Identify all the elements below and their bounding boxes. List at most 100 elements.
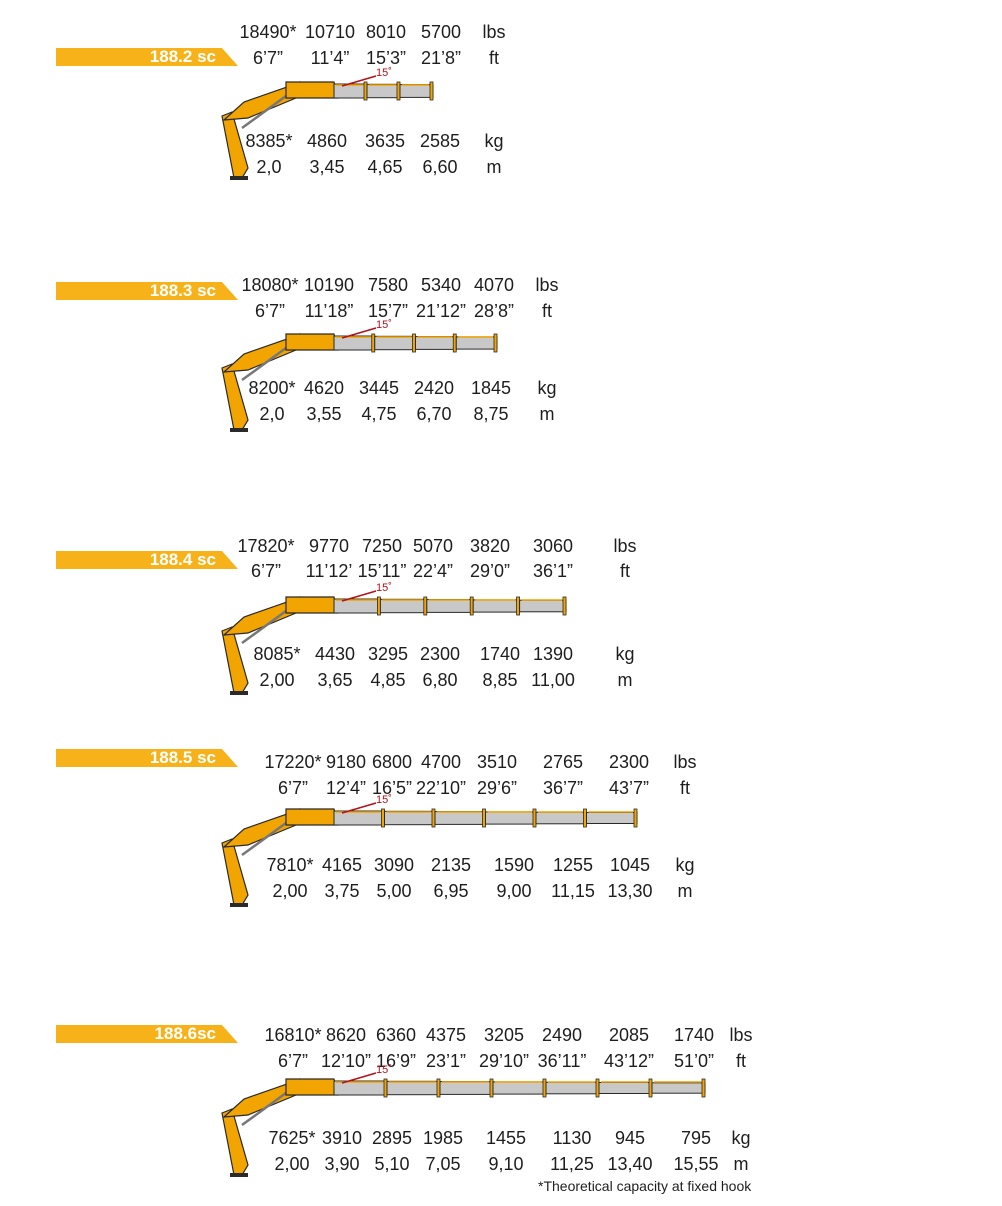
ft-unit: ft	[488, 48, 500, 68]
boom-extension	[455, 336, 498, 350]
m-value: 3,65	[317, 670, 353, 690]
ft-value: 36’11”	[537, 1051, 587, 1071]
kg-value: 1845	[470, 378, 512, 398]
m-value: 6,70	[416, 404, 452, 424]
m-value: 2,00	[272, 881, 308, 901]
ft-unit: ft	[679, 778, 691, 798]
lbs-value: 8620	[325, 1025, 367, 1045]
angle-label: 15˚	[376, 794, 392, 806]
kg-value: 795	[680, 1128, 712, 1148]
kg-value: 1985	[422, 1128, 464, 1148]
ft-value: 16’5”	[371, 778, 413, 798]
kg-value: 1130	[552, 1128, 592, 1148]
kg-value: 2420	[413, 378, 455, 398]
ft-value: 15’3”	[365, 48, 407, 68]
boom-extension	[333, 598, 381, 614]
crane-cylinder	[241, 346, 287, 382]
kg-value: 1390	[532, 644, 574, 664]
m-value: 9,00	[496, 881, 532, 901]
m-value: 6,95	[433, 881, 469, 901]
lbs-unit: lbs	[729, 1025, 753, 1045]
ft-value: 11’4”	[310, 48, 350, 68]
kg-value: 3090	[373, 855, 415, 875]
kg-unit: kg	[484, 131, 504, 151]
kg-value: 2585	[419, 131, 461, 151]
kg-value: 2135	[430, 855, 472, 875]
angle-marker	[341, 75, 377, 87]
ft-value: 29’6”	[476, 778, 518, 798]
kg-value: 945	[614, 1128, 646, 1148]
lbs-value: 5070	[412, 536, 454, 556]
ft-unit: ft	[735, 1051, 747, 1071]
boom-extension	[535, 811, 587, 825]
kg-value: 4620	[303, 378, 345, 398]
lbs-value: 9770	[308, 536, 350, 556]
m-value: 3,55	[306, 404, 342, 424]
angle-label: 15˚	[376, 1064, 392, 1076]
kg-value: 1740	[479, 644, 521, 664]
lbs-value: 4375	[425, 1025, 467, 1045]
kg-unit: kg	[731, 1128, 751, 1148]
m-value: 5,10	[374, 1154, 410, 1174]
m-value: 4,85	[370, 670, 406, 690]
m-value: 11,15	[551, 881, 595, 901]
lbs-value: 3205	[483, 1025, 525, 1045]
model-label: 188.6sc	[56, 1025, 238, 1043]
crane-outer-boom	[285, 333, 339, 351]
boom-extension	[651, 1082, 706, 1094]
crane-cylinder	[241, 821, 287, 857]
boom-extension	[439, 1081, 494, 1095]
kg-value: 1455	[485, 1128, 527, 1148]
lbs-value: 10190	[303, 275, 355, 295]
angle-marker	[341, 327, 377, 339]
m-unit: m	[677, 881, 693, 901]
lbs-value: 2085	[608, 1025, 650, 1045]
lbs-value: 8010	[365, 22, 407, 42]
m-value: 2,00	[259, 670, 295, 690]
lbs-value: 7250	[361, 536, 403, 556]
crane-cylinder	[241, 94, 287, 130]
lbs-value: 9180	[325, 752, 367, 772]
lbs-value: 4070	[473, 275, 515, 295]
crane-diagram: 15˚	[221, 794, 638, 907]
extension-cap	[562, 596, 567, 616]
crane-cylinder	[241, 609, 287, 645]
lbs-value: 6360	[375, 1025, 417, 1045]
ft-value: 23’1”	[425, 1051, 467, 1071]
lbs-value: 7580	[367, 275, 409, 295]
kg-value: 8085*	[253, 644, 301, 664]
lbs-value: 16810*	[264, 1025, 322, 1045]
model-label: 188.3 sc	[56, 282, 238, 300]
model-label: 188.2 sc	[56, 48, 238, 66]
m-unit: m	[539, 404, 555, 424]
ft-value: 28’8”	[473, 301, 515, 321]
ft-value: 21’12”	[415, 301, 467, 321]
lbs-value: 1740	[673, 1025, 715, 1045]
lbs-value: 5700	[420, 22, 462, 42]
m-value: 6,60	[422, 157, 458, 177]
ft-value: 6’7”	[254, 301, 286, 321]
lbs-value: 6800	[371, 752, 413, 772]
lbs-value: 17820*	[237, 536, 295, 556]
boom-extension	[333, 810, 385, 826]
lbs-value: 2300	[608, 752, 650, 772]
ft-value: 22’10”	[415, 778, 467, 798]
crane-base	[230, 1173, 248, 1177]
crane-diagram: 15˚	[221, 582, 567, 695]
extension-cap	[633, 808, 638, 828]
ft-value: 36’7”	[542, 778, 584, 798]
kg-value: 1590	[493, 855, 535, 875]
crane-column	[221, 1108, 249, 1176]
boom-extension	[379, 598, 428, 614]
m-value: 4,65	[367, 157, 403, 177]
crane-diagram: 15˚	[221, 67, 434, 180]
boom-extension	[545, 1081, 600, 1095]
crane-cylinder	[241, 1091, 287, 1127]
lbs-value: 10710	[304, 22, 356, 42]
model-label: 188.5 sc	[56, 749, 238, 767]
m-value: 2,0	[259, 404, 285, 424]
lbs-value: 3510	[476, 752, 518, 772]
kg-value: 1045	[609, 855, 651, 875]
ft-unit: ft	[619, 561, 631, 581]
lbs-unit: lbs	[535, 275, 559, 295]
